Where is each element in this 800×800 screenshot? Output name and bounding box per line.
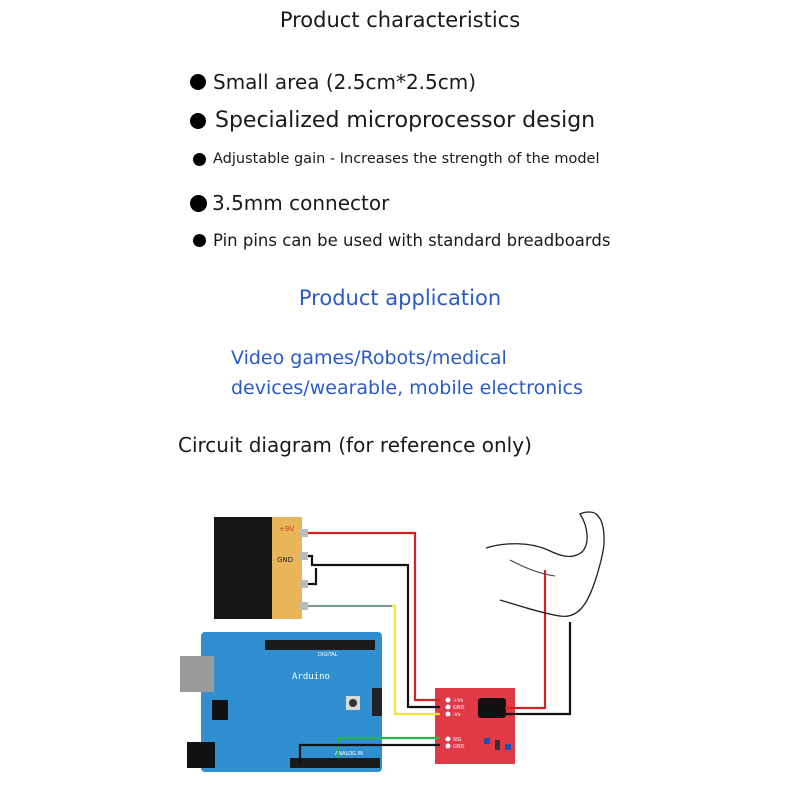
- emg-sensor-board: +Vs GND -Vs SIG GND: [435, 688, 515, 764]
- bullet-icon: [190, 112, 206, 129]
- pin-label-gnd2: GND: [453, 744, 465, 750]
- wire-black-ground: [308, 554, 440, 709]
- arduino-label: Arduino: [292, 672, 330, 682]
- bullet-icon: [190, 74, 206, 90]
- feature-text: 3.5mm connector: [212, 191, 390, 215]
- feature-item: 3.5mm connector: [190, 191, 389, 215]
- battery-plus-label: +9V: [279, 525, 294, 533]
- pin-label-sig: SIG: [453, 737, 462, 743]
- application-line: devices/wearable, mobile electronics: [231, 377, 583, 399]
- wire-red-power: [308, 531, 440, 702]
- wire-red-electrode: [505, 570, 547, 710]
- wire-black-electrode: [505, 622, 572, 716]
- arm-outline-icon: [485, 511, 605, 618]
- feature-text: Small area (2.5cm*2.5cm): [213, 70, 477, 94]
- pin-label-vs-plus: +Vs: [453, 698, 464, 704]
- pin-label-vs-minus: -Vs: [453, 712, 461, 718]
- page-title: Product characteristics: [279, 8, 521, 32]
- feature-text: Adjustable gain - Increases the strength…: [213, 151, 600, 167]
- application-text: Video games/Robots/medical devices/weara…: [231, 343, 583, 403]
- pin-label-gnd: GND: [453, 705, 465, 711]
- circuit-title: Circuit diagram (for reference only): [178, 433, 532, 457]
- feature-item: Small area (2.5cm*2.5cm): [190, 70, 476, 94]
- arduino-board: Arduino DIGITAL ANALOG IN: [180, 632, 382, 772]
- feature-item: Adjustable gain - Increases the strength…: [193, 151, 600, 167]
- digital-label: DIGITAL: [318, 652, 338, 658]
- feature-item: Pin pins can be used with standard bread…: [193, 231, 610, 250]
- feature-text: Pin pins can be used with standard bread…: [213, 231, 611, 250]
- feature-item: Specialized microprocessor design: [190, 108, 595, 133]
- application-title: Product application: [298, 286, 502, 310]
- bullet-icon: [193, 234, 206, 247]
- analog-label: ANALOG IN: [335, 751, 363, 757]
- wire-black-jumper: [308, 568, 318, 586]
- wires: [298, 531, 572, 766]
- bullet-icon: [193, 152, 206, 166]
- bullet-icon: [190, 194, 207, 212]
- wire-green-signal: [336, 736, 440, 758]
- battery-bottom: [214, 569, 308, 619]
- battery-top: +9V GND: [214, 517, 308, 569]
- battery-gnd-label: GND: [277, 556, 293, 564]
- application-line: Video games/Robots/medical: [231, 347, 507, 369]
- arm-muscle-line: [509, 559, 556, 577]
- feature-text: Specialized microprocessor design: [215, 108, 596, 133]
- wire-black-gnd-arduino: [298, 743, 440, 766]
